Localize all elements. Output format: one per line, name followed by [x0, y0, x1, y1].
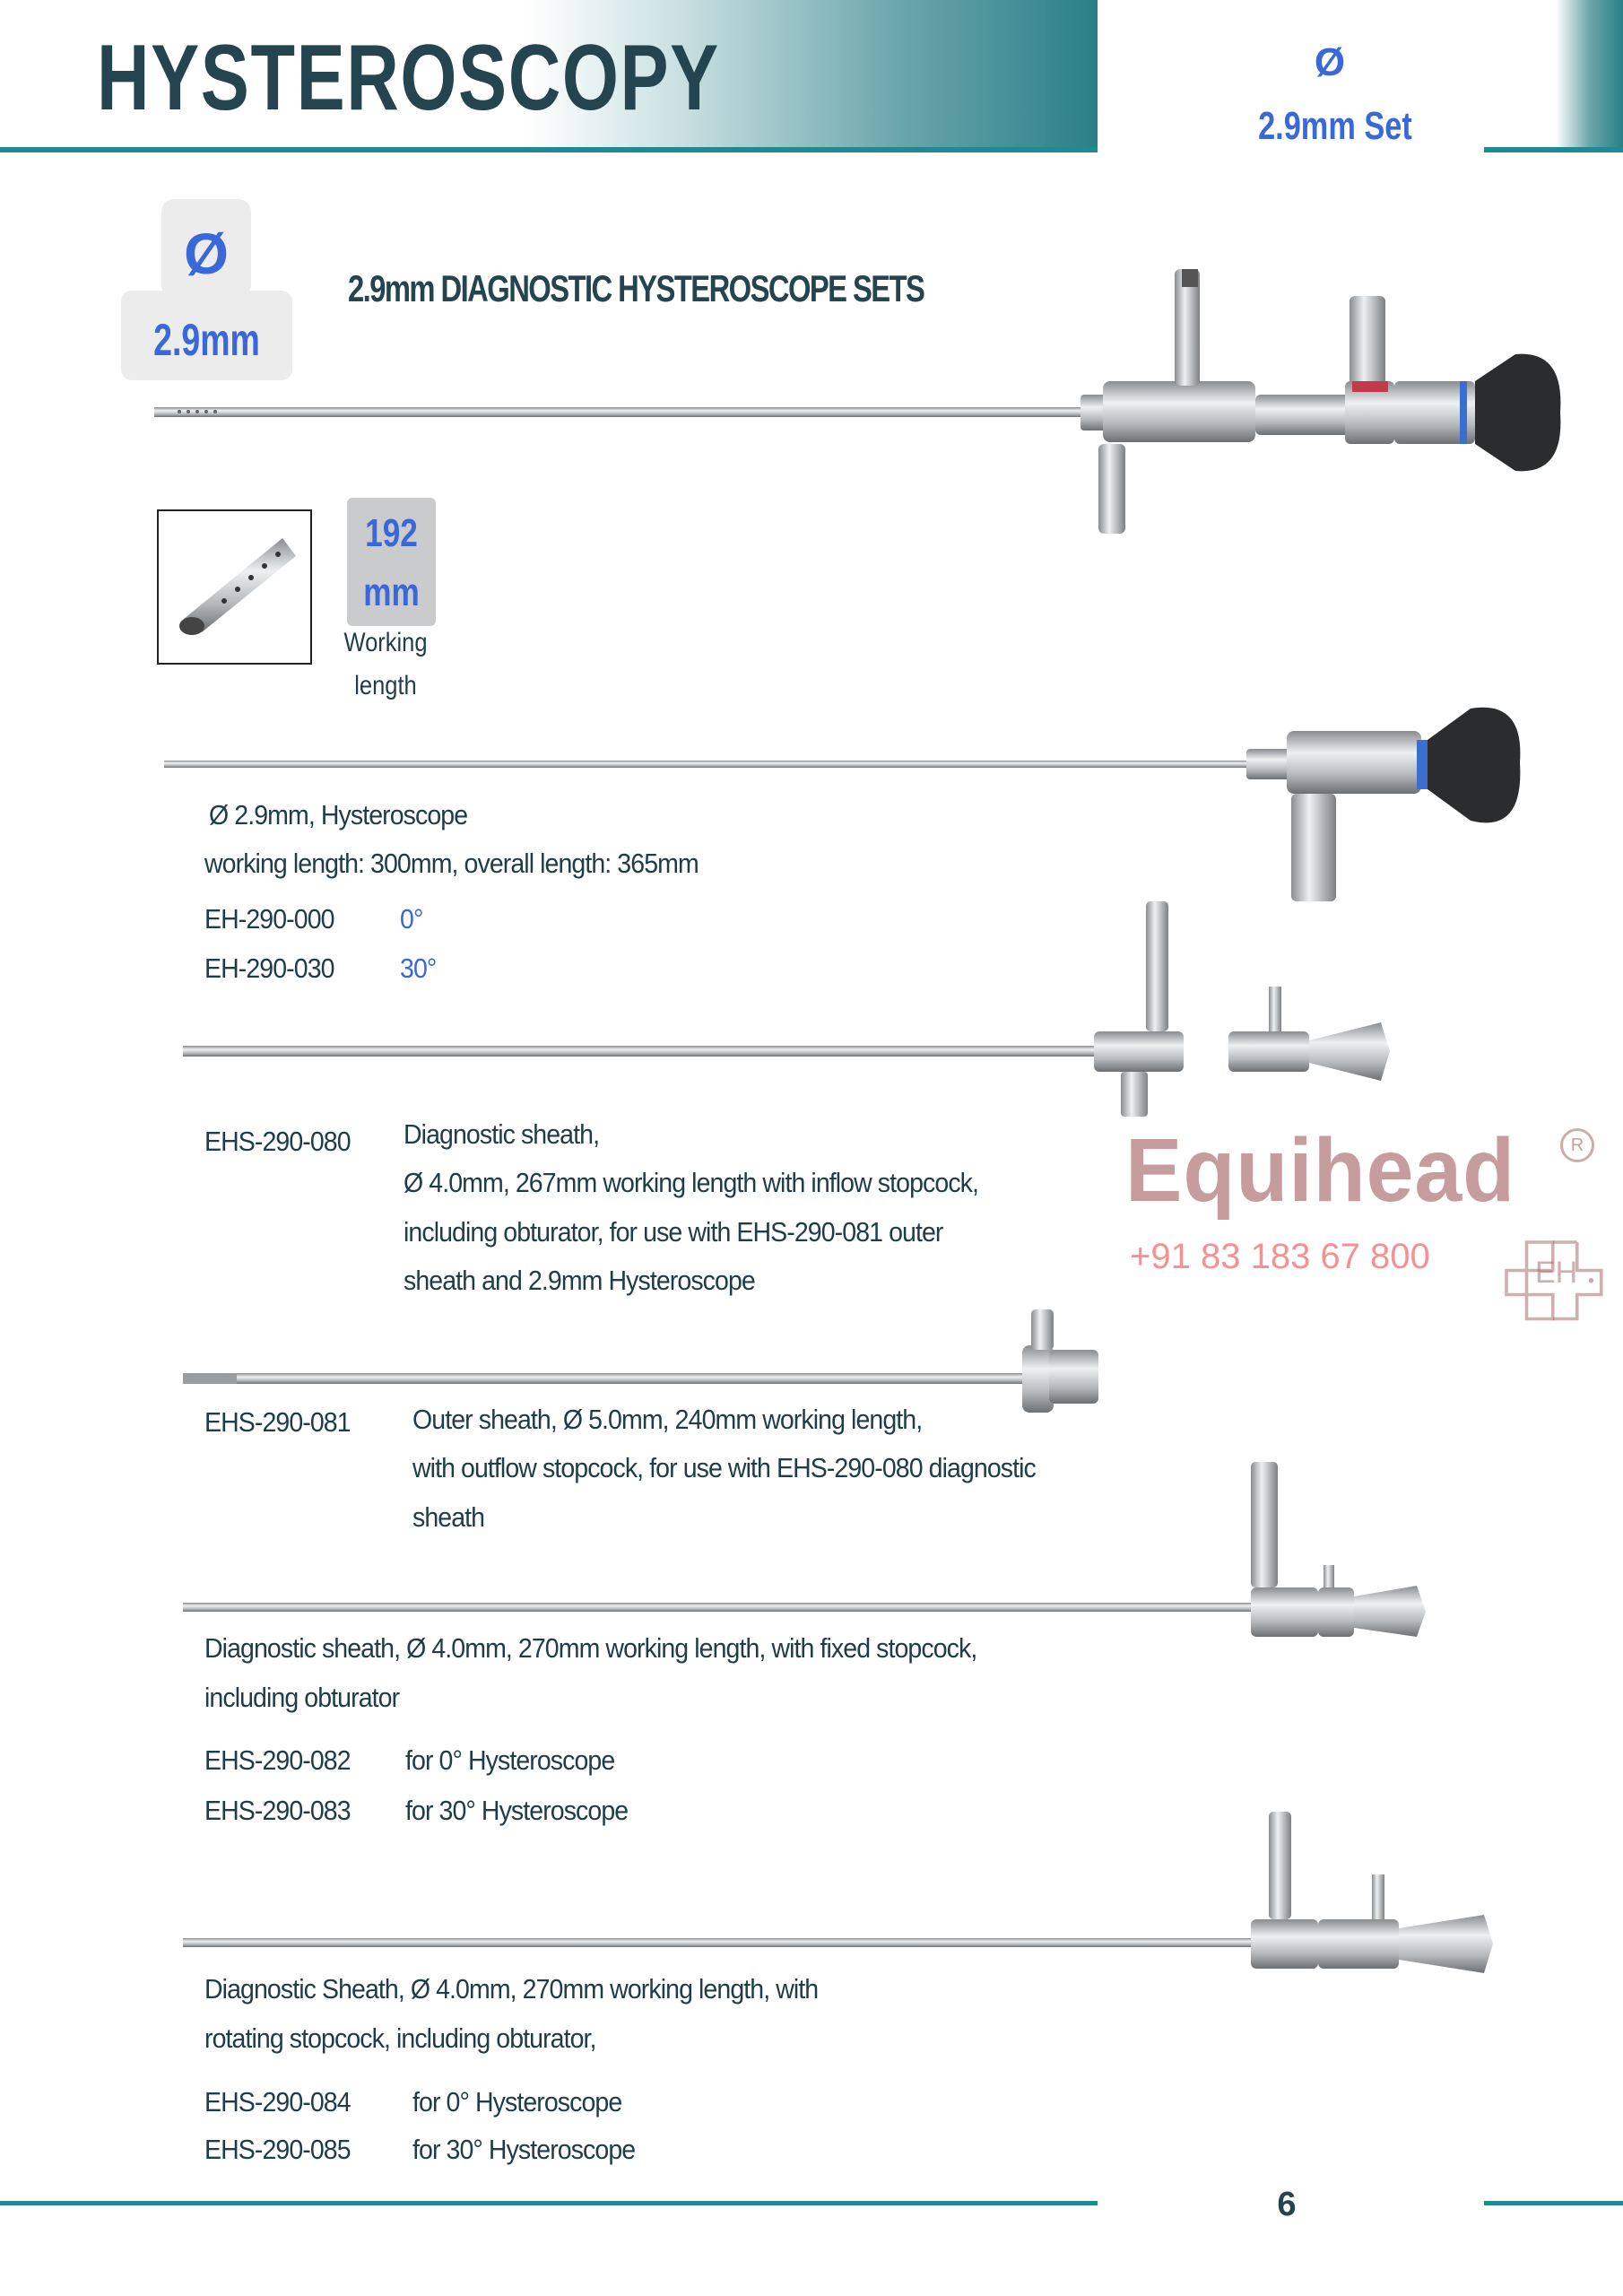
perforated-tip [178, 410, 217, 413]
outer-sheath-081-image [183, 1309, 1098, 1413]
hysteroscope-lengths: working length: 300mm, overall length: 3… [204, 848, 699, 879]
product-code: EHS-290-083 [204, 1795, 352, 1826]
registered-mark: R [1560, 1128, 1594, 1162]
watermark-brand: Equihead [1125, 1120, 1516, 1221]
diameter-badge-bottom [121, 291, 292, 380]
product-code: EHS-290-085 [204, 2134, 352, 2165]
watermark-phone: +91 83 183 67 800 [1130, 1237, 1430, 1276]
product-code: EH-290-000 [204, 903, 335, 935]
product-desc: for 0° Hysteroscope [412, 2086, 622, 2118]
badge-symbol: Ø [184, 222, 229, 286]
hysteroscope-set-image [154, 269, 1561, 534]
working-length-unit: mm [363, 570, 420, 614]
product-desc: for 30° Hysteroscope [412, 2134, 636, 2165]
watermark-logo-letters: EH [1535, 1256, 1578, 1290]
working-length-number: 192 [365, 511, 418, 555]
hysteroscope-title: Ø 2.9mm, Hysteroscope [209, 799, 468, 831]
product-code: EHS-290-080 [204, 1126, 352, 1157]
footer-divider [0, 2201, 1098, 2205]
description-line: including obturator, for use with EHS-29… [404, 1216, 943, 1248]
tip-closeup-icon [179, 538, 296, 635]
equihead-logo-watermark [1505, 1240, 1603, 1321]
header-divider-right [1484, 147, 1623, 152]
header-divider [0, 147, 1098, 152]
product-desc: for 30° Hysteroscope [405, 1795, 629, 1826]
header-accent-strip [1556, 0, 1623, 147]
diameter-badge-top [161, 199, 251, 298]
page-title: HYSTEROSCOPY [97, 26, 720, 130]
description-line: with outflow stopcock, for use with EHS-… [412, 1452, 1037, 1483]
description-line: Ø 4.0mm, 267mm working length with inflo… [404, 1167, 979, 1198]
product-desc: for 0° Hysteroscope [405, 1744, 615, 1776]
section-title: 2.9mm DIAGNOSTIC HYSTEROSCOPE SETS [348, 267, 925, 309]
sheath-fixed-stopcock-image [183, 1462, 1426, 1637]
description-line: Outer sheath, Ø 5.0mm, 240mm working len… [412, 1404, 923, 1435]
product-angle: 0° [400, 903, 423, 935]
product-code: EHS-290-084 [204, 2086, 352, 2118]
product-angle: 30° [400, 952, 437, 984]
diagnostic-sheath-080-image [183, 901, 1390, 1117]
description-line: including obturator [204, 1682, 400, 1713]
description-line: Diagnostic sheath, [404, 1118, 600, 1150]
product-code: EHS-290-081 [204, 1406, 352, 1438]
working-length-label-2: length [354, 671, 417, 700]
header-band [0, 0, 1098, 147]
description-line: Diagnostic Sheath, Ø 4.0mm, 270mm workin… [204, 1973, 819, 2005]
product-code: EHS-290-082 [204, 1744, 352, 1776]
product-code: EH-290-030 [204, 952, 335, 984]
description-line: sheath and 2.9mm Hysteroscope [404, 1265, 756, 1296]
hysteroscope-image [164, 707, 1521, 901]
working-length-label: Working [343, 628, 428, 657]
diameter-symbol: Ø [1314, 40, 1346, 84]
sheath-rotating-stopcock-image [183, 1812, 1493, 1973]
description-line: Diagnostic sheath, Ø 4.0mm, 270mm workin… [204, 1632, 977, 1664]
description-line: sheath [412, 1501, 485, 1533]
footer-divider-right [1484, 2201, 1623, 2205]
description-line: rotating stopcock, including obturator, [204, 2022, 596, 2054]
page-number: 6 [1277, 2186, 1297, 2223]
working-length-badge [347, 498, 436, 626]
badge-value: 2.9mm [153, 315, 260, 365]
set-label: 2.9mm Set [1258, 104, 1412, 148]
